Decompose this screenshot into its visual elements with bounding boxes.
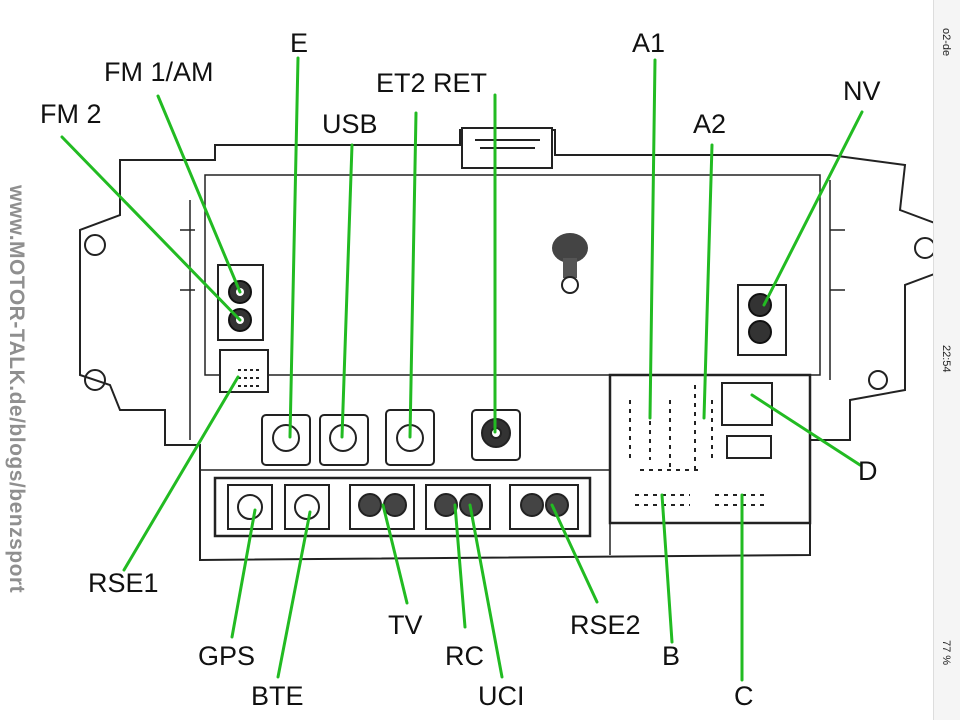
status-bar: o2-de 22:54 77 %	[933, 0, 960, 720]
label-rc: RC	[445, 641, 484, 671]
leader-lines	[60, 56, 864, 682]
nv-connector	[737, 284, 787, 356]
label-gps: GPS	[198, 641, 256, 671]
lower-fakra-bracket	[213, 476, 592, 538]
watermark-text: www.MOTOR-TALK.de/blogs/benzsport	[5, 185, 28, 594]
label-nv: NV	[843, 76, 881, 106]
label-fm2: FM 2	[40, 99, 102, 129]
main-connector-block	[608, 373, 812, 525]
label-rse1: RSE1	[88, 568, 159, 598]
label-tv: TV	[388, 610, 423, 640]
label-et2-ret: ET2 RET	[376, 68, 488, 98]
label-c: C	[734, 681, 754, 711]
mounting-knob	[552, 233, 588, 294]
upper-jacks	[261, 409, 521, 466]
fm-connector	[217, 264, 264, 341]
clock-label: 22:54	[940, 345, 952, 373]
rse1-connector	[219, 349, 269, 393]
label-uci: UCI	[478, 681, 525, 711]
label-e: E	[290, 28, 309, 58]
label-fm1-am: FM 1/AM	[104, 57, 214, 87]
label-b: B	[662, 641, 681, 671]
label-a2: A2	[693, 109, 727, 139]
head-unit-housing	[79, 127, 947, 562]
label-bte: BTE	[251, 681, 304, 711]
carrier-label: o2-de	[940, 28, 952, 57]
label-rse2: RSE2	[570, 610, 641, 640]
label-d: D	[858, 456, 878, 486]
label-usb: USB	[322, 109, 378, 139]
battery-label: 77 %	[940, 640, 952, 666]
label-a1: A1	[632, 28, 666, 58]
